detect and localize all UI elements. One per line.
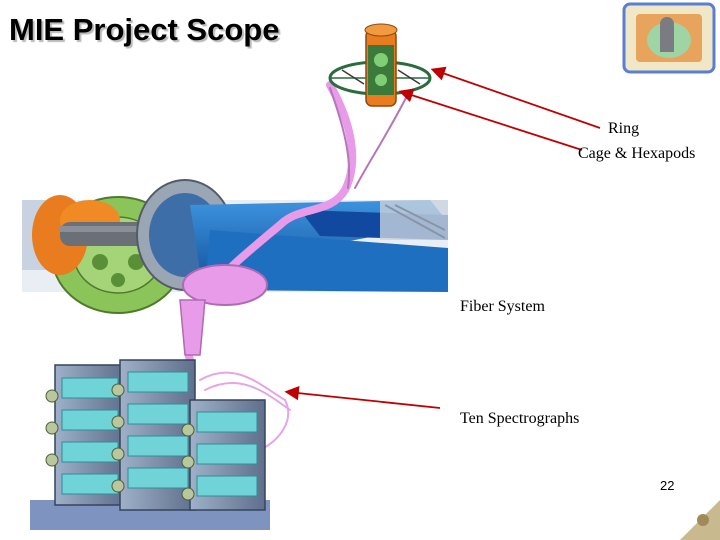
ring-cage-illustration — [328, 23, 432, 107]
spectrographs-illustration — [30, 359, 270, 530]
fiber-system-label: Fiber System — [460, 298, 545, 315]
fiber-system-illustration — [179, 81, 411, 451]
corner-decoration — [680, 500, 720, 540]
ring-arrow — [430, 66, 601, 129]
cage-hexapods-label: Cage & Hexapods — [578, 145, 696, 162]
spectrographs-arrow — [284, 385, 441, 409]
spectrographs-label: Ten Spectrographs — [460, 410, 580, 427]
ring-label: Ring — [608, 120, 640, 137]
slide-title: MIE Project Scope — [9, 12, 280, 47]
cage-arrow — [398, 88, 583, 151]
telescope-image — [22, 179, 448, 314]
logo-image — [622, 2, 716, 74]
page-number: 22 — [660, 478, 675, 493]
